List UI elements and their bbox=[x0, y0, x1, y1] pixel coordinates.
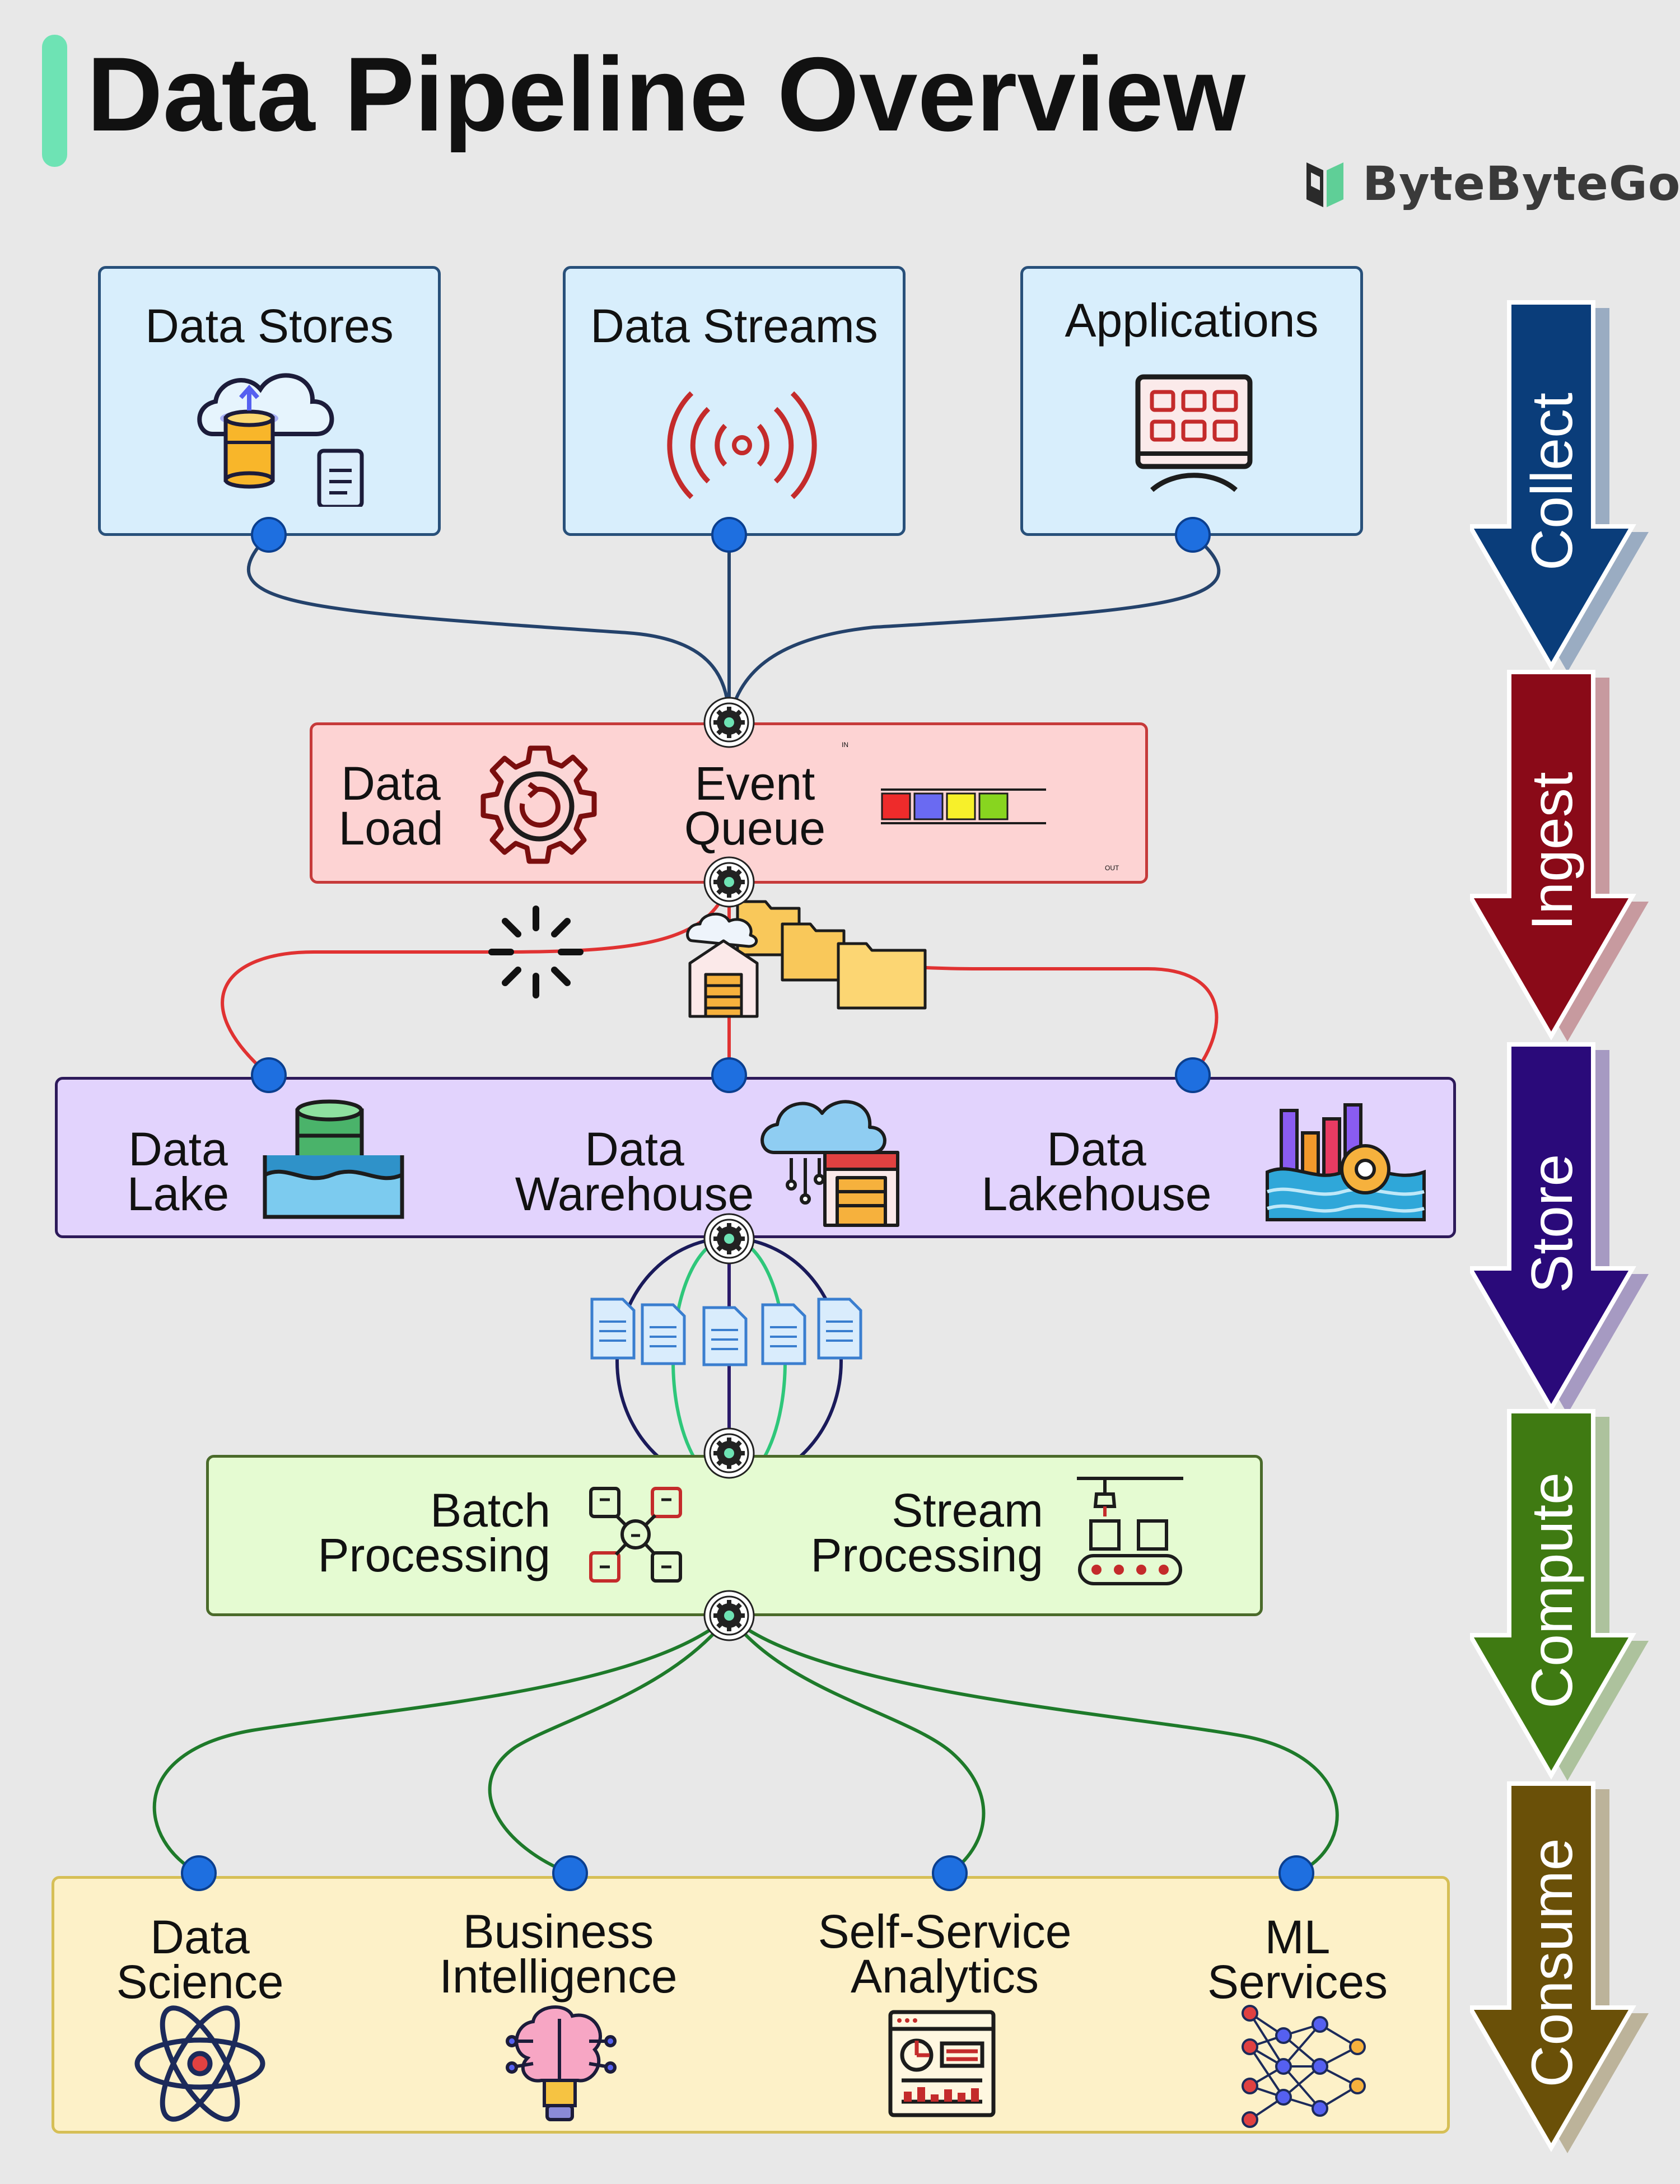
gear-hub-icon bbox=[703, 697, 755, 748]
ml-services-line2: Services bbox=[1207, 1955, 1388, 2008]
business-intelligence-label: Business Intelligence bbox=[424, 1905, 693, 2003]
batch-processing-line1: Batch bbox=[430, 1484, 550, 1537]
self-service-analytics-line1: Self-Service bbox=[818, 1905, 1072, 1958]
data-load-line1: Data bbox=[341, 757, 441, 810]
business-intelligence-line1: Business bbox=[463, 1905, 654, 1958]
data-science-label: Data Science bbox=[88, 1911, 312, 2008]
conveyor-belt-icon bbox=[1077, 1477, 1183, 1585]
connector-dot bbox=[711, 517, 747, 553]
data-warehouse-line2: Warehouse bbox=[515, 1167, 754, 1220]
loading-spinner-icon bbox=[488, 906, 584, 998]
stage-label: Store bbox=[1520, 1154, 1585, 1294]
cloud-database-icon bbox=[197, 373, 364, 507]
queue-buffer-icon bbox=[881, 788, 1046, 824]
brand-name: ByteByteGo bbox=[1362, 156, 1680, 211]
business-intelligence-line2: Intelligence bbox=[439, 1949, 678, 2003]
data-lakehouse-line1: Data bbox=[1047, 1123, 1146, 1175]
ml-services-label: ML Services bbox=[1180, 1911, 1415, 2008]
atom-icon bbox=[134, 2005, 265, 2122]
batch-processing-line2: Processing bbox=[318, 1528, 550, 1581]
event-queue-line1: Event bbox=[694, 757, 815, 810]
cloud-warehouse-icon bbox=[760, 1100, 899, 1227]
gear-hub-icon bbox=[703, 1590, 755, 1641]
store-box[interactable]: Data Lake Data Warehouse bbox=[55, 1077, 1456, 1238]
data-load-label: Data Load bbox=[335, 757, 447, 855]
connector-dot bbox=[552, 1855, 588, 1891]
data-lake-label: Data Lake bbox=[114, 1123, 242, 1220]
connector-dot bbox=[1175, 517, 1211, 553]
stream-processing-line1: Stream bbox=[892, 1484, 1043, 1537]
brand-logo: ByteByteGo bbox=[1302, 151, 1680, 216]
data-science-line2: Science bbox=[116, 1955, 284, 2008]
data-science-line1: Data bbox=[150, 1911, 250, 1963]
page-title: Data Pipeline Overview bbox=[87, 35, 1245, 153]
documents-icon bbox=[590, 1298, 862, 1366]
stage-label: Collect bbox=[1520, 393, 1585, 571]
data-load-line2: Load bbox=[338, 801, 444, 855]
stage-arrow-store: Store bbox=[1470, 1042, 1649, 1414]
gear-hub-icon bbox=[703, 856, 755, 908]
self-service-analytics-line2: Analytics bbox=[850, 1949, 1039, 2003]
source-label: Applications bbox=[1065, 294, 1319, 347]
queue-in-label: IN bbox=[842, 741, 848, 749]
data-lake-line2: Lake bbox=[127, 1167, 230, 1220]
queue-out-label: OUT bbox=[1105, 864, 1119, 872]
title-accent-bar bbox=[42, 35, 67, 167]
connector-dot bbox=[251, 517, 287, 553]
self-service-analytics-label: Self-Service Analytics bbox=[799, 1905, 1090, 2003]
gear-hub-icon bbox=[703, 1427, 755, 1479]
broadcast-signal-icon bbox=[667, 391, 817, 500]
data-warehouse-label: Data Warehouse bbox=[494, 1123, 774, 1220]
connector-dot bbox=[1175, 1057, 1211, 1093]
stage-arrow-collect: Collect bbox=[1470, 300, 1649, 672]
neural-network-icon bbox=[1242, 2005, 1366, 2128]
ml-services-line1: ML bbox=[1264, 1911, 1331, 1963]
batch-processing-label: Batch Processing bbox=[293, 1484, 550, 1581]
connector-dot bbox=[181, 1855, 217, 1891]
bytebytego-logo-icon bbox=[1306, 162, 1343, 207]
data-lake-line1: Data bbox=[128, 1123, 228, 1175]
stage-label: Ingest bbox=[1520, 772, 1585, 930]
connector-dot bbox=[711, 1057, 747, 1093]
connector-dot bbox=[251, 1057, 287, 1093]
event-queue-line2: Queue bbox=[684, 801, 826, 855]
source-box-data-streams[interactable]: Data Streams bbox=[563, 266, 906, 536]
source-box-data-stores[interactable]: Data Stores bbox=[98, 266, 441, 536]
stream-processing-label: Stream Processing bbox=[769, 1484, 1043, 1581]
data-lakehouse-line2: Lakehouse bbox=[981, 1167, 1212, 1220]
app-grid-monitor-icon bbox=[1135, 374, 1253, 492]
source-label: Data Stores bbox=[145, 300, 394, 352]
brain-bulb-icon bbox=[506, 2005, 617, 2121]
consume-box[interactable]: Data Science Business Intelligence Self-… bbox=[52, 1876, 1450, 2134]
stream-processing-line2: Processing bbox=[810, 1528, 1043, 1581]
gear-refresh-icon bbox=[480, 745, 597, 864]
stage-label: Compute bbox=[1520, 1472, 1585, 1709]
stage-arrow-consume: Consume bbox=[1470, 1781, 1649, 2153]
gear-hub-icon bbox=[703, 1213, 755, 1264]
data-warehouse-line1: Data bbox=[585, 1123, 684, 1175]
connector-dot bbox=[1278, 1855, 1314, 1891]
batch-boxes-icon bbox=[589, 1487, 682, 1583]
chart-water-gear-icon bbox=[1266, 1103, 1426, 1221]
stage-arrow-compute: Compute bbox=[1470, 1409, 1649, 1781]
stage-label: Consume bbox=[1520, 1838, 1585, 2087]
compute-box[interactable]: Batch Processing Stream Processing bbox=[206, 1455, 1263, 1616]
event-queue-label: Event Queue bbox=[671, 757, 839, 855]
source-label: Data Streams bbox=[590, 300, 878, 352]
database-water-icon bbox=[263, 1099, 404, 1219]
stage-arrow-ingest: Ingest bbox=[1470, 670, 1649, 1042]
connector-dot bbox=[932, 1855, 968, 1891]
cloud-warehouse-folders-icon bbox=[686, 900, 927, 1018]
dashboard-browser-icon bbox=[888, 2010, 996, 2117]
data-lakehouse-label: Data Lakehouse bbox=[970, 1123, 1222, 1220]
